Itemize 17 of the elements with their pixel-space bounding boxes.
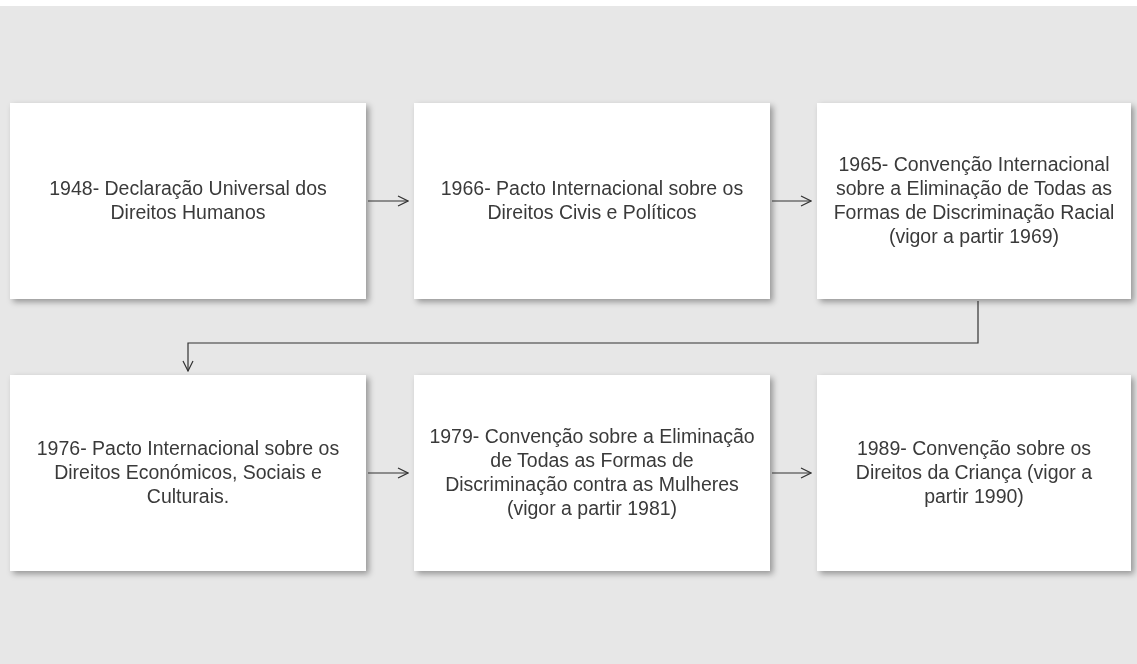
milestone-text: 1948- Declaração Universal dos Direitos Humanos bbox=[48, 177, 328, 225]
milestone-text: 1976- Pacto Internacional sobre os Direitos Económicos, Sociais e Culturais. bbox=[35, 437, 341, 509]
milestone-text: 1979- Convenção sobre a Eliminação de Todas as Formas de Discriminação contra as Mulheres (vigor a partir 1981) bbox=[428, 425, 756, 521]
text-box bbox=[10, 375, 366, 571]
text-box bbox=[414, 103, 770, 299]
arrow bbox=[771, 467, 812, 479]
milestone-text: 1989- Convenção sobre os Direitos da Criança (vigor a partir 1990) bbox=[854, 437, 1094, 509]
text-box bbox=[817, 375, 1131, 571]
arrow bbox=[367, 467, 409, 479]
text-box bbox=[10, 103, 366, 299]
milestone-text: 1966- Pacto Internacional sobre os Direitos Civis e Políticos bbox=[439, 177, 745, 225]
milestone-text: 1965- Convenção Internacional sobre a Eliminação de Todas as Formas de Discriminação Racial (vigor a partir 1969) bbox=[832, 153, 1116, 249]
text-box bbox=[817, 103, 1131, 299]
text-box bbox=[414, 375, 770, 571]
arrow bbox=[771, 195, 812, 207]
arrow bbox=[367, 195, 409, 207]
arrow bbox=[182, 300, 979, 372]
